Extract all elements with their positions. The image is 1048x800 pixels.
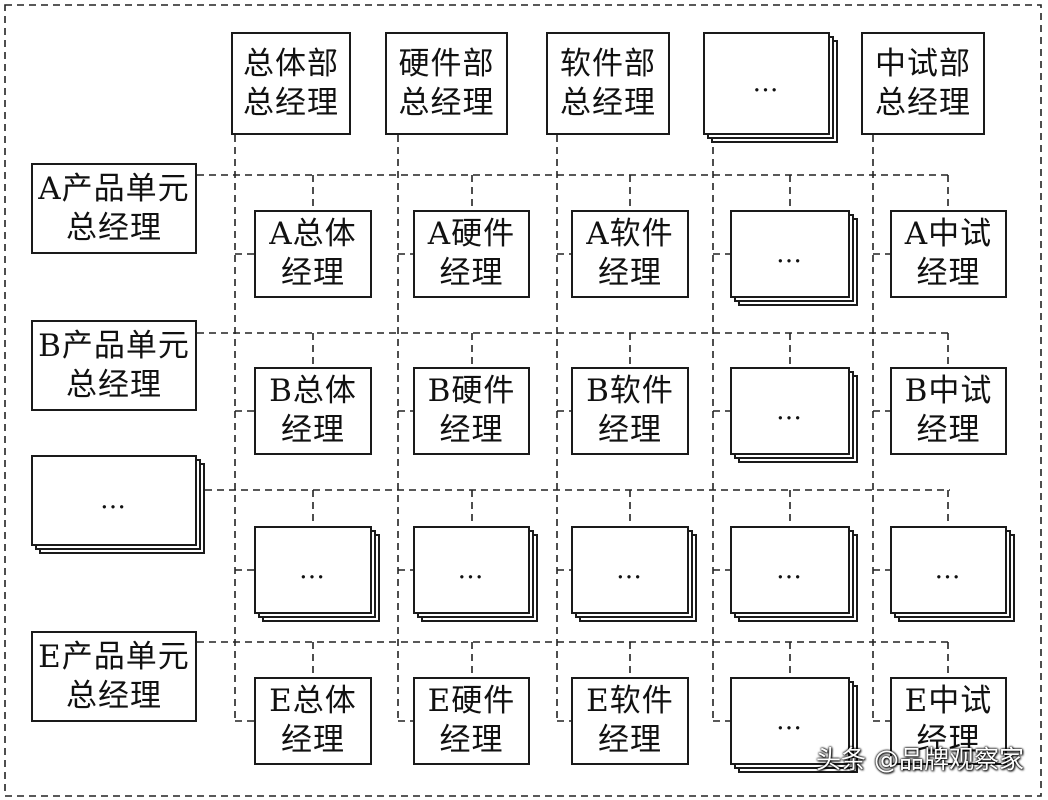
unit-b-manager-pilot: B中试经理 <box>890 367 1007 455</box>
unit-more-manager-overall: … <box>254 526 372 614</box>
unit-a-manager-more: … <box>730 210 850 298</box>
unit-a-manager-hardware-role: 经理 <box>439 255 504 291</box>
product-unit-more-ellipsis: … <box>100 485 128 515</box>
unit-b-manager-pilot-title: B中试 <box>904 373 993 409</box>
department-head-software-title: 软件部 <box>560 45 656 82</box>
unit-a-manager-overall: A总体经理 <box>254 210 372 298</box>
unit-e-manager-software-title: E软件 <box>586 683 674 719</box>
unit-a-manager-more-ellipsis: … <box>776 238 804 269</box>
product-unit-e: E产品单元总经理 <box>31 631 197 722</box>
unit-e-manager-pilot: E中试经理 <box>890 677 1007 765</box>
product-unit-a: A产品单元总经理 <box>31 163 197 254</box>
unit-e-manager-software-role: 经理 <box>598 722 662 758</box>
unit-e-manager-software: E软件经理 <box>571 677 689 765</box>
unit-b-manager-software: B软件经理 <box>571 367 689 455</box>
unit-e-manager-overall-role: 经理 <box>281 722 345 758</box>
unit-b-manager-software-role: 经理 <box>598 412 662 448</box>
unit-e-manager-hardware-title: E硬件 <box>427 683 516 719</box>
unit-a-manager-pilot: A中试经理 <box>890 210 1007 298</box>
product-unit-a-role: 总经理 <box>66 209 162 246</box>
unit-e-manager-overall-title: E总体 <box>269 683 357 719</box>
unit-b-manager-overall: B总体经理 <box>254 367 372 455</box>
department-head-hardware-title: 硬件部 <box>398 45 495 82</box>
unit-more-manager-more-ellipsis: … <box>776 554 804 585</box>
unit-a-manager-pilot-title: A中试 <box>904 216 993 252</box>
product-unit-b-role: 总经理 <box>66 366 162 403</box>
unit-a-manager-overall-title: A总体 <box>269 216 357 252</box>
unit-e-manager-pilot-title: E中试 <box>904 683 993 719</box>
department-head-overall-role: 总经理 <box>243 84 339 121</box>
unit-a-manager-pilot-role: 经理 <box>916 255 981 291</box>
unit-e-manager-more: … <box>730 677 850 765</box>
product-unit-e-role: 总经理 <box>66 677 162 714</box>
unit-more-manager-pilot: … <box>890 526 1007 614</box>
unit-a-manager-hardware-title: A硬件 <box>427 216 516 252</box>
unit-more-manager-pilot-ellipsis: … <box>934 554 963 585</box>
department-head-pilot-role: 总经理 <box>875 84 971 121</box>
unit-b-manager-hardware-role: 经理 <box>439 412 504 448</box>
product-unit-e-title: E产品单元 <box>38 638 190 675</box>
unit-more-manager-software: … <box>571 526 689 614</box>
unit-e-manager-hardware: E硬件经理 <box>413 677 530 765</box>
department-head-hardware-role: 总经理 <box>398 84 495 121</box>
product-unit-more: … <box>31 455 197 546</box>
unit-b-manager-overall-title: B总体 <box>269 373 357 409</box>
unit-b-manager-overall-role: 经理 <box>281 412 345 448</box>
unit-b-manager-more: … <box>730 367 850 455</box>
watermark: 头条 @品牌观察家 <box>816 745 1024 774</box>
department-head-more: … <box>703 32 830 135</box>
unit-more-manager-hardware: … <box>413 526 530 614</box>
product-unit-b-title: B产品单元 <box>38 327 190 364</box>
unit-b-manager-more-ellipsis: … <box>776 395 804 426</box>
department-head-software: 软件部总经理 <box>546 32 670 135</box>
unit-b-manager-software-title: B软件 <box>586 373 674 409</box>
unit-more-manager-hardware-ellipsis: … <box>457 554 486 585</box>
product-unit-a-title: A产品单元 <box>38 170 190 207</box>
unit-e-manager-overall: E总体经理 <box>254 677 372 765</box>
department-head-more-ellipsis: … <box>752 68 781 98</box>
unit-more-manager-overall-ellipsis: … <box>299 554 327 585</box>
department-head-hardware: 硬件部总经理 <box>385 32 508 135</box>
unit-b-manager-hardware-title: B硬件 <box>427 373 516 409</box>
unit-a-manager-hardware: A硬件经理 <box>413 210 530 298</box>
unit-a-manager-software-title: A软件 <box>586 216 674 252</box>
department-head-overall: 总体部总经理 <box>231 32 351 135</box>
unit-a-manager-software-role: 经理 <box>598 255 662 291</box>
unit-b-manager-hardware: B硬件经理 <box>413 367 530 455</box>
unit-more-manager-more: … <box>730 526 850 614</box>
product-unit-b: B产品单元总经理 <box>31 320 197 411</box>
unit-a-manager-software: A软件经理 <box>571 210 689 298</box>
unit-e-manager-hardware-role: 经理 <box>439 722 504 758</box>
department-head-pilot-title: 中试部 <box>875 45 971 82</box>
unit-more-manager-software-ellipsis: … <box>616 554 644 585</box>
unit-a-manager-overall-role: 经理 <box>281 255 345 291</box>
outer-frame <box>4 4 1042 797</box>
unit-e-manager-pilot-role: 经理 <box>916 722 981 758</box>
department-head-overall-title: 总体部 <box>243 45 339 82</box>
unit-b-manager-pilot-role: 经理 <box>916 412 981 448</box>
department-head-software-role: 总经理 <box>560 84 656 121</box>
department-head-pilot: 中试部总经理 <box>861 32 985 135</box>
unit-e-manager-more-ellipsis: … <box>776 705 804 736</box>
